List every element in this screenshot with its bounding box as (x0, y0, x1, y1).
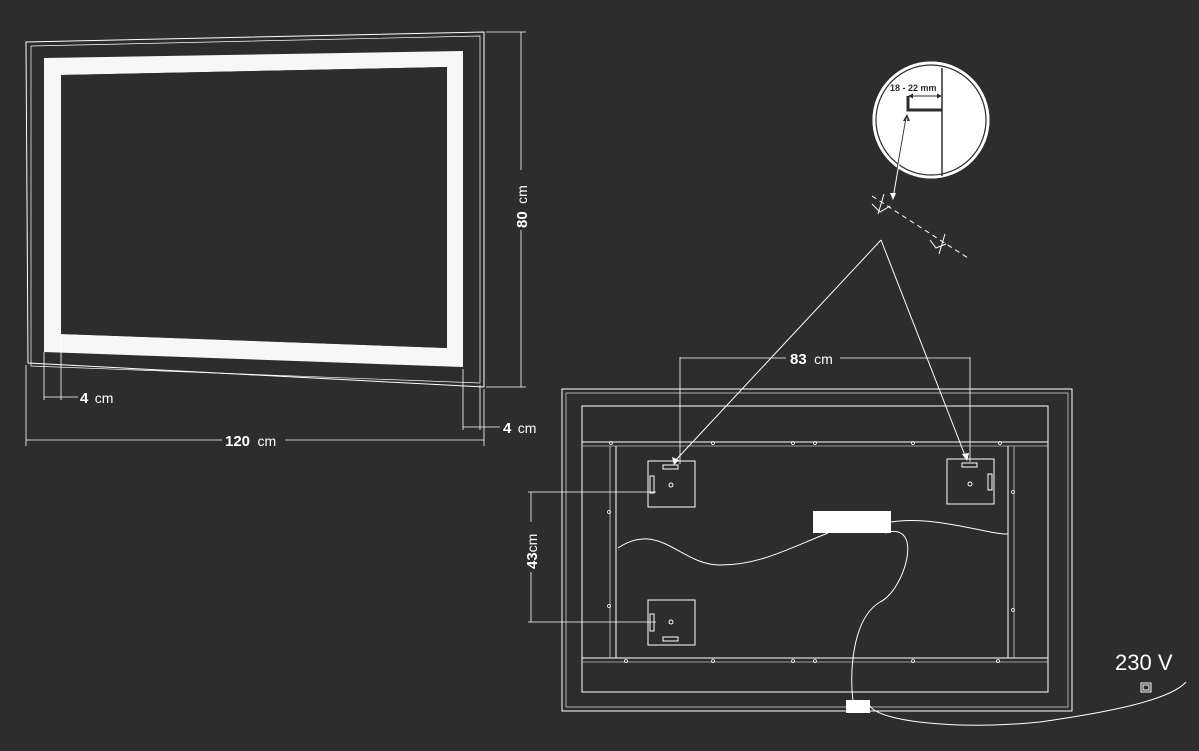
detail-leader-arrow (890, 193, 896, 200)
width-unit: cm (257, 433, 276, 449)
mirror-glass (61, 67, 447, 348)
front-view-mirror (25, 31, 485, 388)
led-strip (44, 51, 463, 367)
hanging-hook-top-left (647, 460, 696, 508)
back-screws (607, 441, 1015, 663)
led-margin-left-dimension: 4 cm (43, 336, 113, 407)
voltage-label: 230 V (1115, 650, 1173, 675)
led-driver (813, 511, 891, 533)
detail-leader (892, 117, 908, 199)
led-margin-left-label: 4 cm (80, 390, 113, 407)
hook-spacing-label: 83 cm (790, 351, 833, 368)
hanging-hook-top-right (946, 458, 995, 505)
mirror-inner-frame (30, 35, 481, 384)
wall-screws (871, 193, 969, 259)
width-dimension: 120 cm (25, 365, 485, 450)
mirror-outer-frame (25, 31, 485, 388)
wall-gap-detail: 18 - 22 mm (872, 61, 990, 199)
hanging-hook-bottom-left (647, 599, 696, 646)
hook-vertical-dimension: 43cm (524, 491, 656, 623)
led-margin-right-label: 4 cm (503, 420, 536, 437)
height-value: 80 (514, 211, 531, 228)
hook-leader-lines (673, 239, 967, 463)
power-connector (846, 700, 870, 713)
height-dimension: 80 cm (486, 31, 531, 388)
hook-spacing-dimension: 83 cm (679, 351, 971, 464)
gap-label: 18 - 22 mm (890, 83, 937, 93)
led-margin-right-dimension: 4 cm (462, 369, 536, 437)
height-label: 80 cm (514, 185, 531, 228)
hook-profile (906, 96, 942, 112)
power-plug-icon (1140, 682, 1152, 693)
back-view-mirror (561, 388, 1073, 712)
cables (617, 520, 1187, 726)
width-label: 120 cm (225, 433, 276, 450)
hook-vertical-label: 43cm (524, 534, 541, 569)
height-unit: cm (514, 185, 530, 204)
width-value: 120 (225, 433, 250, 450)
